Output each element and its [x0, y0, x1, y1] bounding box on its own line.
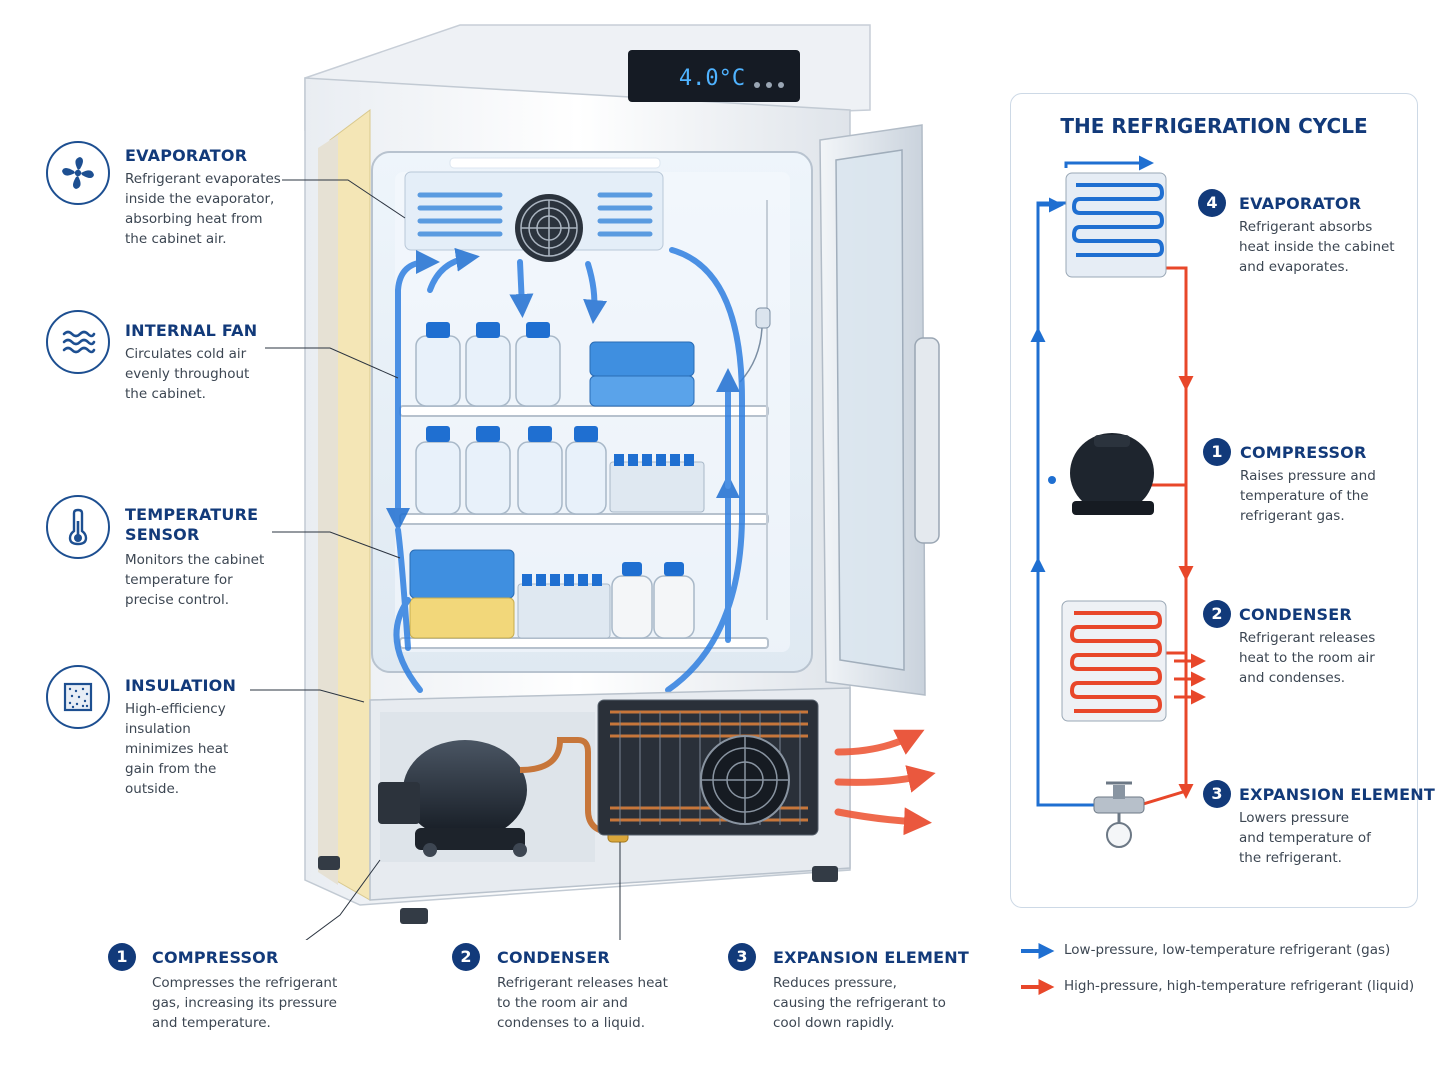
- legend-high-pressure: High-pressure, high-temperature refriger…: [1064, 978, 1415, 994]
- airflow-waves-icon: [46, 310, 110, 374]
- temperature-sensor: [755, 307, 771, 329]
- bottles-top-shelf: [415, 322, 695, 407]
- door-handle[interactable]: [914, 337, 940, 544]
- step-badge-condenser: 2: [452, 943, 480, 971]
- step-badge-expansion: 3: [728, 943, 756, 971]
- cycle-compressor-title: COMPRESSOR: [1240, 443, 1367, 462]
- fan-icon: [46, 141, 110, 205]
- cycle-condenser-title: CONDENSER: [1239, 605, 1352, 624]
- legend-arrows: [1021, 943, 1055, 995]
- cycle-condenser-description: Refrigerant releases heat to the room ai…: [1239, 630, 1376, 686]
- temperature-readout: 4.0°C: [679, 66, 745, 91]
- cycle-compressor: [1048, 433, 1154, 515]
- expansion-label-title: EXPANSION ELEMENT: [773, 948, 969, 967]
- evaporator-label-title: EVAPORATOR: [125, 146, 248, 165]
- evaporator-label-description: Refrigerant evaporates inside the evapor…: [125, 171, 281, 247]
- cycle-title: THE REFRIGERATION CYCLE: [1060, 114, 1368, 138]
- legend-low-pressure: Low-pressure, low-temperature refrigeran…: [1064, 942, 1391, 958]
- cycle-badge-evaporator: 4: [1198, 189, 1226, 217]
- hot-air-arrows: [834, 729, 936, 836]
- cycle-condenser-coil: [1061, 600, 1206, 722]
- compressor-unit: [378, 740, 527, 857]
- compressor-label-description: Compresses the refrigerant gas, increasi…: [152, 975, 338, 1031]
- insulation-label-description: High-efficiency insulation minimizes hea…: [125, 701, 229, 797]
- condenser-label-title: CONDENSER: [497, 948, 610, 967]
- condenser-label-description: Refrigerant releases heat to the room ai…: [497, 975, 668, 1031]
- cycle-compressor-description: Raises pressure and temperature of the r…: [1240, 468, 1376, 524]
- control-display: [628, 50, 800, 102]
- compressor-label-title: COMPRESSOR: [152, 948, 279, 967]
- internal-fan-label-title: INTERNAL FAN: [125, 321, 258, 340]
- cycle-badge-expansion: 3: [1203, 780, 1231, 808]
- cycle-expansion-description: Lowers pressure and temperature of the r…: [1239, 810, 1371, 866]
- insulation-icon: [46, 665, 110, 729]
- cycle-evaporator-coil: [1065, 172, 1167, 278]
- bottom-shelf-items: [409, 549, 695, 639]
- expansion-label-description: Reduces pressure, causing the refrigeran…: [773, 975, 946, 1031]
- internal-fan-label-description: Circulates cold air evenly throughout th…: [125, 346, 250, 402]
- temperature-sensor-label-description: Monitors the cabinet temperature for pre…: [125, 552, 265, 608]
- cycle-expansion-valve: [1093, 781, 1145, 848]
- cycle-badge-condenser: 2: [1203, 600, 1231, 628]
- cycle-evaporator-title: EVAPORATOR: [1239, 194, 1362, 213]
- leader-lines: [250, 179, 621, 940]
- bottles-middle-shelf: [415, 426, 705, 515]
- condenser-coil: [597, 699, 819, 836]
- refrigeration-cycle-diagram: [1030, 155, 1206, 848]
- refrigerator-illustration: 4.0°C: [250, 24, 940, 940]
- cycle-badge-compressor: 1: [1203, 438, 1231, 466]
- cycle-evaporator-description: Refrigerant absorbs heat inside the cabi…: [1239, 219, 1395, 275]
- insulation-label-title: INSULATION: [125, 676, 237, 695]
- temperature-sensor-label-title: TEMPERATURE SENSOR: [125, 505, 259, 544]
- cycle-expansion-title: EXPANSION ELEMENT: [1239, 785, 1435, 804]
- step-badge-compressor: 1: [108, 943, 136, 971]
- thermometer-icon: [46, 495, 110, 559]
- cold-airflow-arrows: [386, 247, 745, 693]
